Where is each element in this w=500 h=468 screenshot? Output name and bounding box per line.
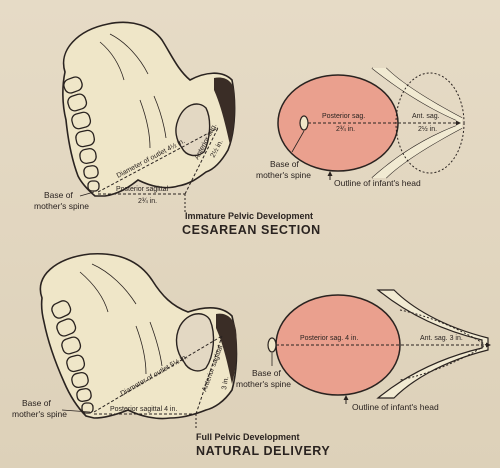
bottom-anterior-line bbox=[195, 335, 223, 415]
bottom-canal-fill bbox=[376, 289, 489, 399]
bottom-head-outline-label: Outline of infant's head bbox=[352, 402, 439, 412]
bottom-posterior-label: Posterior sagittal 4 in. bbox=[110, 406, 177, 413]
bottom-anterior-value: 3 in. bbox=[221, 376, 230, 390]
top-spine-marker bbox=[299, 115, 309, 131]
bottom-caption-main: NATURAL DELIVERY bbox=[196, 444, 330, 458]
top-caption-main: CESAREAN SECTION bbox=[182, 223, 321, 237]
bottom-head-diagram bbox=[267, 289, 491, 404]
bottom-head-posterior-label: Posterior sag. 4 in. bbox=[300, 335, 358, 342]
top-spine-label-2: mother's spine bbox=[34, 201, 89, 211]
bottom-pelvis-pubis-shade bbox=[216, 313, 237, 384]
top-sacrum bbox=[63, 76, 100, 192]
bottom-spine-leader bbox=[61, 409, 91, 413]
top-pelvis-pubis-shade bbox=[214, 77, 235, 145]
top-spine-label-1: Base of bbox=[44, 190, 73, 200]
top-head-posterior-value: 2¾ in. bbox=[336, 126, 355, 133]
bottom-pelvis-bone bbox=[39, 252, 238, 420]
top-head-spine-label-1: Base of bbox=[270, 159, 299, 169]
top-head-anterior-label: Ant. sag. bbox=[412, 113, 440, 120]
bottom-spine-marker bbox=[267, 337, 277, 353]
top-head-diagram bbox=[277, 67, 465, 180]
bottom-head-spine-label-1: Base of bbox=[252, 368, 281, 378]
top-pelvis-illustration bbox=[62, 21, 236, 212]
top-head-anterior-value: 2½ in. bbox=[418, 125, 437, 133]
top-anterior-line bbox=[184, 127, 219, 195]
bottom-spine-label-2: mother's spine bbox=[12, 409, 67, 419]
bottom-caption-sub: Full Pelvic Development bbox=[196, 432, 300, 442]
top-head-spine-label-2: mother's spine bbox=[256, 170, 311, 180]
top-head-spine-leader bbox=[291, 130, 305, 153]
top-posterior-value: 2¾ in. bbox=[138, 198, 157, 205]
bottom-pelvis-foramen bbox=[175, 313, 215, 372]
bottom-head-spine-label-2: mother's spine bbox=[236, 379, 291, 389]
bottom-bone-hatching bbox=[79, 263, 163, 375]
top-bone-hatching bbox=[99, 33, 167, 149]
bottom-sacrum bbox=[51, 300, 94, 414]
top-caption-sub: Immature Pelvic Development bbox=[185, 211, 313, 221]
top-posterior-label: Posterior sagittal bbox=[116, 186, 169, 193]
bottom-pelvis-illustration bbox=[39, 252, 238, 430]
top-outlet-line bbox=[97, 127, 219, 193]
bottom-spine-label-1: Base of bbox=[22, 398, 51, 408]
top-head-outline-label: Outline of infant's head bbox=[334, 178, 421, 188]
top-head-posterior-label: Posterior sag. bbox=[322, 113, 365, 120]
top-spine-leader bbox=[79, 191, 95, 197]
bottom-head-anterior-label: Ant. sag. 3 in. bbox=[420, 335, 463, 342]
top-pelvis-foramen bbox=[175, 103, 211, 157]
